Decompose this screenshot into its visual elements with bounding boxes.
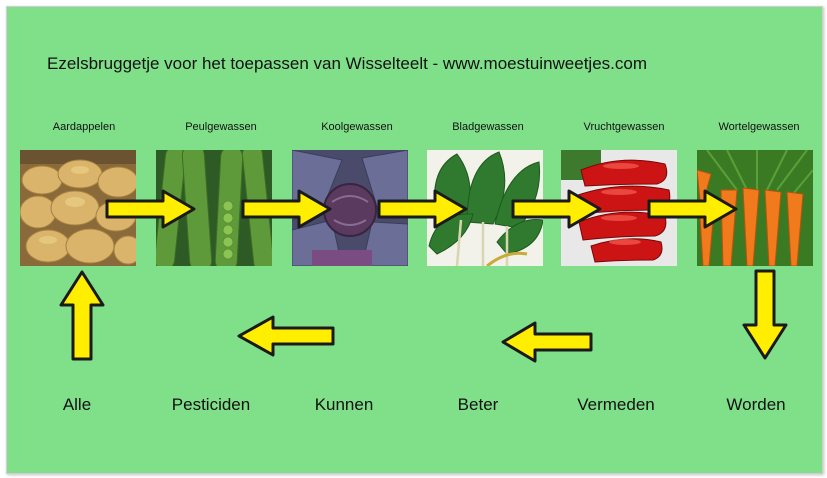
arrow-right-icon	[647, 189, 739, 229]
page-title: Ezelsbruggetje voor het toepassen van Wi…	[47, 54, 647, 74]
category-label-aardappelen: Aardappelen	[19, 121, 149, 133]
mnemonic-word-kunnen: Kunnen	[279, 395, 409, 415]
category-label-bladgewassen: Bladgewassen	[423, 121, 553, 133]
mnemonic-word-vermeden: Vermeden	[551, 395, 681, 415]
category-label-vruchtgewassen: Vruchtgewassen	[559, 121, 689, 133]
arrow-right-icon	[105, 189, 197, 229]
mnemonic-word-pesticiden: Pesticiden	[146, 395, 276, 415]
arrow-right-icon	[241, 189, 333, 229]
mnemonic-word-alle: Alle	[12, 395, 142, 415]
mnemonic-word-beter: Beter	[413, 395, 543, 415]
category-label-koolgewassen: Koolgewassen	[292, 121, 422, 133]
slide-background: Ezelsbruggetje voor het toepassen van Wi…	[6, 6, 823, 474]
arrow-left-icon	[501, 321, 593, 363]
arrow-right-icon	[511, 189, 603, 229]
category-label-peulgewassen: Peulgewassen	[156, 121, 286, 133]
arrow-up-icon	[59, 269, 105, 361]
arrow-left-icon	[237, 315, 335, 357]
mnemonic-word-worden: Worden	[691, 395, 821, 415]
arrow-down-icon	[742, 269, 788, 361]
arrow-right-icon	[377, 189, 469, 229]
category-label-wortelgewassen: Wortelgewassen	[694, 121, 824, 133]
